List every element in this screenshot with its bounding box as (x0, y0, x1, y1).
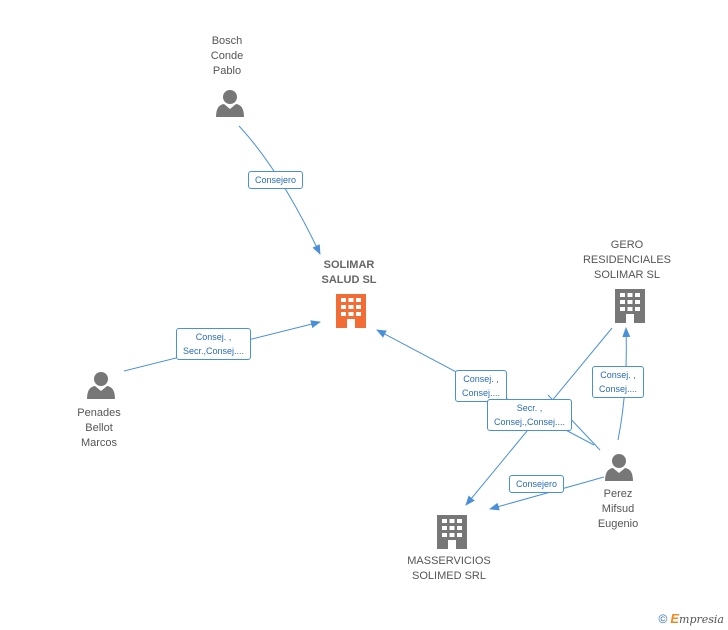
edge-label-bosch-solimar[interactable]: Consejero (248, 171, 304, 189)
edge-bosch-solimar (238, 125, 321, 255)
node-label-solimar[interactable]: SOLIMAR SALUD SL (321, 259, 377, 286)
person-icon[interactable] (605, 454, 633, 481)
copyright-footer: © Empresia (659, 611, 724, 626)
building-icon[interactable] (437, 515, 467, 549)
copyright-icon: © (658, 611, 668, 626)
person-icon[interactable] (216, 90, 244, 117)
edge-perez-masservicios (489, 476, 605, 511)
edge-label-perez-gero[interactable]: Consej. , Consej.... (592, 366, 645, 398)
edge-label-penades-solimar[interactable]: Consej. , Secr.,Consej.... (176, 328, 252, 360)
node-label-gero[interactable]: GERO RESIDENCIALES SOLIMAR SL (582, 239, 672, 281)
brand-name: mpresia (679, 613, 724, 626)
node-label-masservicios[interactable]: MASSERVICIOS SOLIMED SRL (407, 555, 491, 582)
building-icon[interactable] (615, 289, 645, 323)
building-icon-main[interactable] (336, 294, 366, 328)
node-label-perez[interactable]: Perez Mifsud Eugenio (597, 488, 639, 530)
edge-label-perez-solimar[interactable]: Consej. , Consej.... (455, 370, 508, 402)
empresia-logo[interactable]: Empresia (670, 611, 724, 626)
brand-initial: E (670, 611, 680, 626)
edge-label-gero-masservicios[interactable]: Secr. , Consej.,Consej.... (487, 399, 573, 431)
edge-label-perez-masservicios[interactable]: Consejero (509, 475, 565, 493)
node-label-bosch[interactable]: Bosch Conde Pablo (210, 35, 244, 77)
person-icon[interactable] (87, 372, 115, 399)
node-label-penades[interactable]: Penades Bellot Marcos (77, 407, 121, 449)
